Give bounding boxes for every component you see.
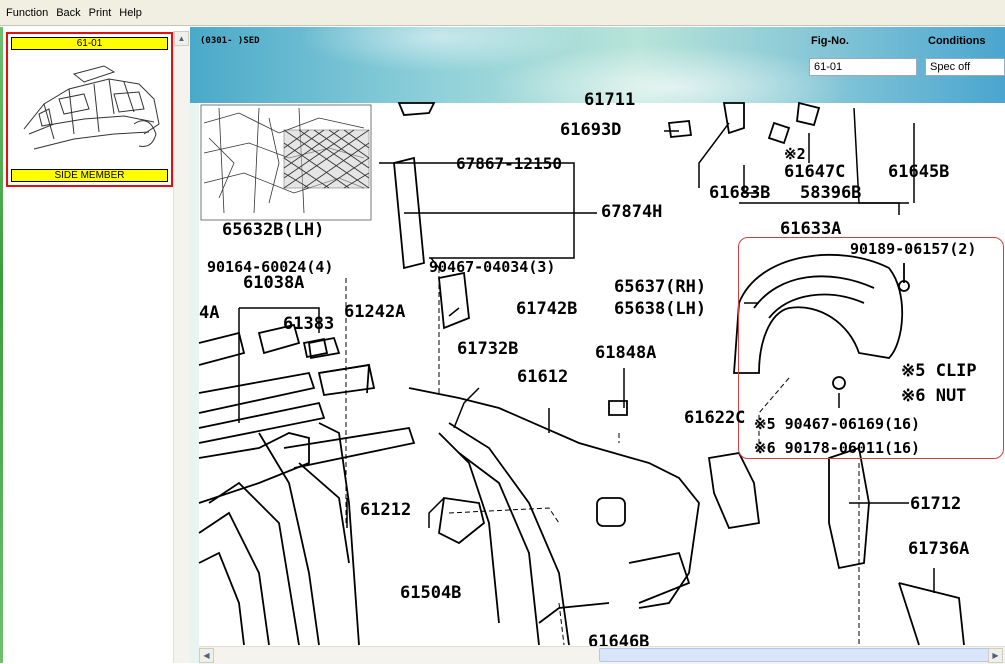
scroll-right-icon[interactable]: ▶ [988, 648, 1003, 663]
part-61622C[interactable]: 61622C [684, 408, 746, 428]
note-5-clip: ※5 CLIP [901, 361, 977, 381]
part-61212[interactable]: 61212 [360, 500, 412, 520]
part-61645B[interactable]: 61645B [888, 162, 950, 182]
pane-divider[interactable] [190, 27, 199, 663]
parts-diagram: 61711 61693D 67867-12150 67874H ※2 61647… [198, 91, 1004, 651]
part-61736A[interactable]: 61736A [908, 539, 970, 559]
thumbnail-list: 61-01 SIDE MEMBER [3, 27, 173, 663]
menu-back[interactable]: Back [56, 6, 81, 19]
fig-no-field[interactable]: 61-01 [809, 58, 917, 76]
part-61732B[interactable]: 61732B [457, 339, 519, 359]
part-61848A[interactable]: 61848A [595, 343, 657, 363]
thumbnail-image [23, 65, 160, 150]
part-90467-04034[interactable]: 90467-04034(3) [429, 258, 556, 276]
part-61742B[interactable]: 61742B [516, 299, 578, 319]
part-61383[interactable]: 61383 [283, 314, 335, 334]
conditions-label: Conditions [928, 35, 986, 47]
left-accent-strip [0, 27, 3, 663]
part-61242A[interactable]: 61242A [344, 302, 406, 322]
horizontal-scroll-thumb[interactable] [599, 648, 993, 662]
part-90189-06157[interactable]: 90189-06157(2) [850, 240, 977, 258]
thumbnail-scrollbar[interactable]: ▲ [173, 31, 190, 663]
menu-function[interactable]: Function [6, 6, 49, 19]
note-6-nut: ※6 NUT [901, 386, 967, 406]
part-67874H[interactable]: 67874H [601, 202, 663, 222]
menu-help[interactable]: Help [119, 6, 142, 19]
part-4A[interactable]: 4A [199, 303, 220, 323]
fastener-callout-box [738, 237, 1004, 459]
scroll-up-icon[interactable]: ▲ [174, 31, 189, 46]
parts-diagram-drawing [198, 101, 965, 646]
part-90178-06011[interactable]: ※6 90178-06011(16) [754, 439, 921, 457]
model-code: (0301- )SED [200, 36, 260, 46]
part-61693D[interactable]: 61693D [560, 120, 622, 140]
part-90164-60024[interactable]: 90164-60024(4) [207, 258, 334, 276]
fig-no-label: Fig-No. [811, 35, 849, 47]
part-61038A[interactable]: 61038A [243, 273, 305, 293]
overview-inset [200, 104, 372, 221]
part-61711[interactable]: 61711 [584, 90, 636, 110]
conditions-field[interactable]: Spec off [925, 58, 1005, 76]
part-61712[interactable]: 61712 [910, 494, 962, 514]
header-bar: (0301- )SED Fig-No. Conditions 61-01 Spe… [190, 27, 1005, 103]
part-61683B[interactable]: 61683B [709, 183, 771, 203]
menu-bar: Function Back Print Help [0, 0, 1005, 26]
part-58396B[interactable]: 58396B [800, 183, 862, 203]
part-65632B-lh[interactable]: 65632B(LH) [222, 220, 325, 240]
part-61633A[interactable]: 61633A [780, 219, 842, 239]
part-90467-06169[interactable]: ※5 90467-06169(16) [754, 415, 921, 433]
part-65637-rh[interactable]: 65637(RH) [614, 277, 707, 297]
part-61647C[interactable]: 61647C [784, 162, 846, 182]
menu-print[interactable]: Print [88, 6, 112, 19]
thumbnail-caption: SIDE MEMBER [11, 169, 168, 182]
scroll-left-icon[interactable]: ◀ [199, 648, 214, 663]
part-61612[interactable]: 61612 [517, 367, 569, 387]
part-67867-12150[interactable]: 67867-12150 [456, 154, 562, 173]
part-note-2: ※2 [784, 145, 806, 163]
thumbnail-fig-number: 61-01 [11, 37, 168, 50]
diagram-horizontal-scrollbar[interactable]: ◀ ▶ [199, 646, 1005, 664]
diagram-vertical-scrollbar[interactable] [989, 103, 1005, 646]
thumbnail-card-selected[interactable]: 61-01 SIDE MEMBER [6, 32, 173, 187]
part-65638-lh[interactable]: 65638(LH) [614, 299, 707, 319]
part-61504B[interactable]: 61504B [400, 583, 462, 603]
